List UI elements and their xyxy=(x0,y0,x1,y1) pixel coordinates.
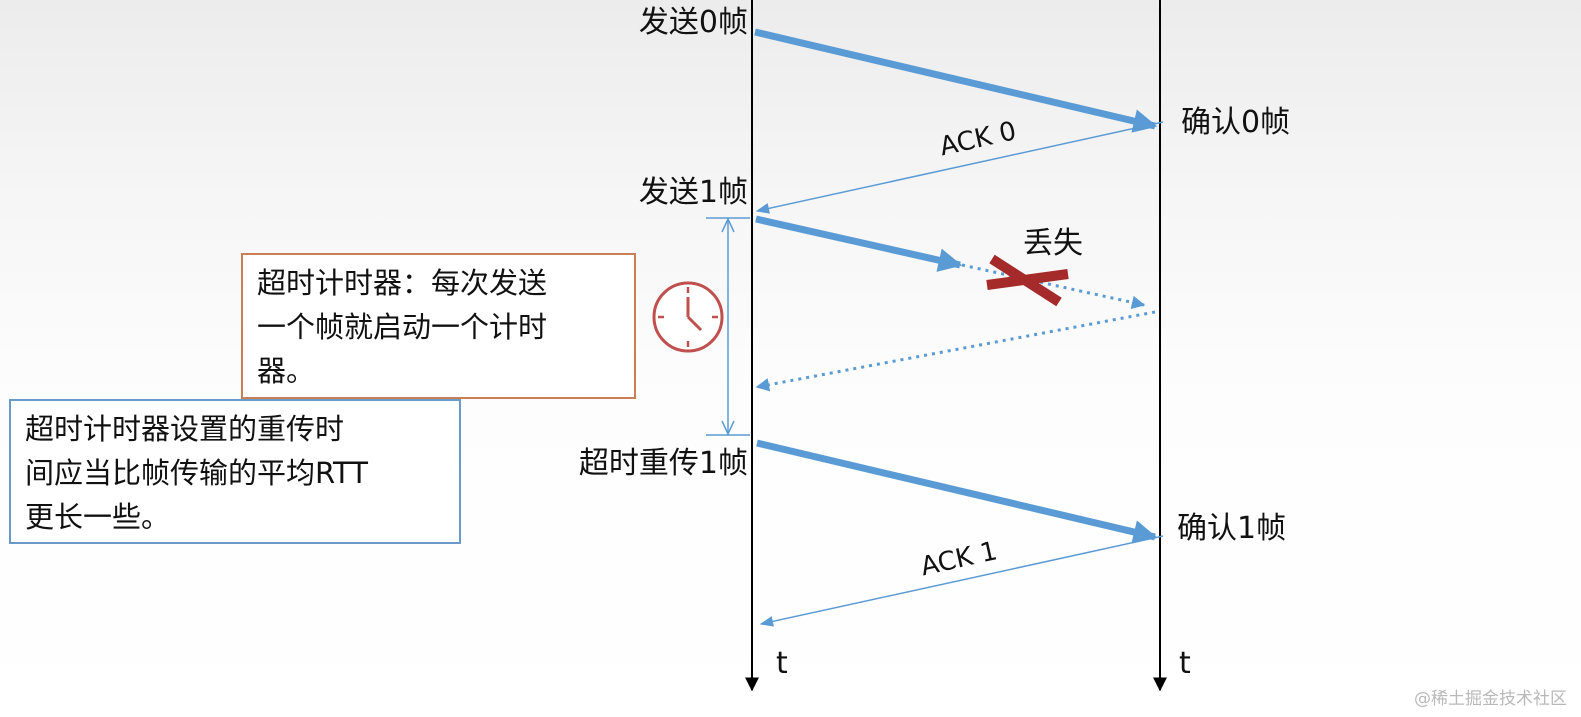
rtt-note-line3: 更长一些。 xyxy=(25,500,171,534)
send-frame1-label: 发送1帧 xyxy=(638,175,748,210)
lost-ack-path xyxy=(755,310,1156,392)
timer-note: 超时计时器：每次发送 一个帧就启动一个计时 器。 xyxy=(241,253,636,399)
receiver-time-label: t xyxy=(1179,646,1191,681)
timer-note-line1: 超时计时器：每次发送 xyxy=(257,266,548,300)
lost-label: 丢失 xyxy=(1023,226,1083,261)
send-frame0-label: 发送0帧 xyxy=(638,5,748,40)
confirm-frame0-label: 确认0帧 xyxy=(1181,105,1291,140)
frame1-arrow xyxy=(755,215,963,272)
timer-note-line2: 一个帧就启动一个计时 xyxy=(257,310,548,344)
timer-note-line3: 器。 xyxy=(257,354,316,388)
retransmit-frame1-label: 超时重传1帧 xyxy=(578,446,748,481)
frame0-arrow xyxy=(754,28,1158,133)
rtt-note-line1: 超时计时器设置的重传时 xyxy=(25,412,345,446)
confirm-frame1-label: 确认1帧 xyxy=(1177,511,1287,546)
sender-time-label: t xyxy=(776,646,788,681)
watermark: @稀土掘金技术社区 xyxy=(1414,689,1567,709)
ack1-arrow xyxy=(759,535,1164,627)
clock-icon xyxy=(652,281,724,353)
rtt-note: 超时计时器设置的重传时 间应当比帧传输的平均RTT 更长一些。 xyxy=(9,399,461,544)
ack0-arrow xyxy=(755,121,1164,214)
retransmit-frame1-arrow xyxy=(756,439,1158,544)
timeout-interval-bracket xyxy=(706,217,750,436)
rtt-note-line2: 间应当比帧传输的平均RTT xyxy=(25,456,368,490)
cross-icon xyxy=(986,254,1069,307)
